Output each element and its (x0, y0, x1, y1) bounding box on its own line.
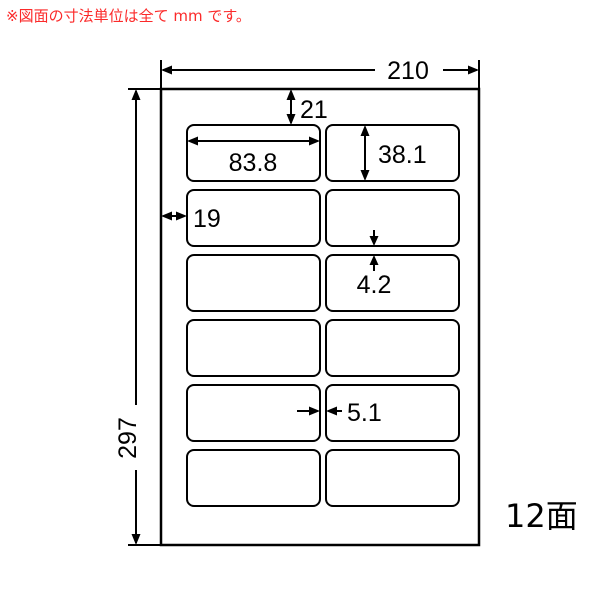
dimension-sheet-height-text: 297 (114, 417, 142, 459)
units-note: ※図面の寸法単位は全て mm です。 (6, 7, 251, 25)
label-cell (325, 449, 460, 507)
label-count-text: 12面 (505, 497, 578, 535)
dimension-sheet-height: 297 (114, 88, 163, 546)
label-cell (325, 124, 460, 182)
label-cell (186, 384, 321, 442)
dimension-row-gap-text: 4.2 (357, 271, 392, 299)
dimension-sheet-width: 210 (160, 57, 480, 92)
dimension-label-width: 83.8 (187, 136, 320, 177)
dimension-column-gap-text: 5.1 (347, 399, 382, 427)
dimension-top-margin-text: 21 (300, 96, 328, 124)
label-grid (186, 124, 460, 507)
dimension-label-width-text: 83.8 (229, 149, 278, 177)
dimension-label-height-text: 38.1 (378, 141, 427, 169)
dimension-sheet-width-text: 210 (387, 57, 429, 85)
label-cell (186, 124, 321, 182)
dimension-row-gap: 4.2 (357, 230, 392, 299)
label-cell (186, 319, 321, 377)
label-cell (325, 384, 460, 442)
dimension-top-margin: 21 (286, 89, 328, 125)
dimension-left-margin: 19 (161, 205, 221, 233)
dimension-label-height: 38.1 (360, 125, 427, 181)
label-cell (186, 254, 321, 312)
label-cell (325, 189, 460, 247)
label-cell (325, 254, 460, 312)
dimension-left-margin-text: 19 (193, 205, 221, 233)
label-cell (325, 319, 460, 377)
label-cell (186, 189, 321, 247)
label-cell (186, 449, 321, 507)
dimension-column-gap: 5.1 (297, 399, 382, 427)
